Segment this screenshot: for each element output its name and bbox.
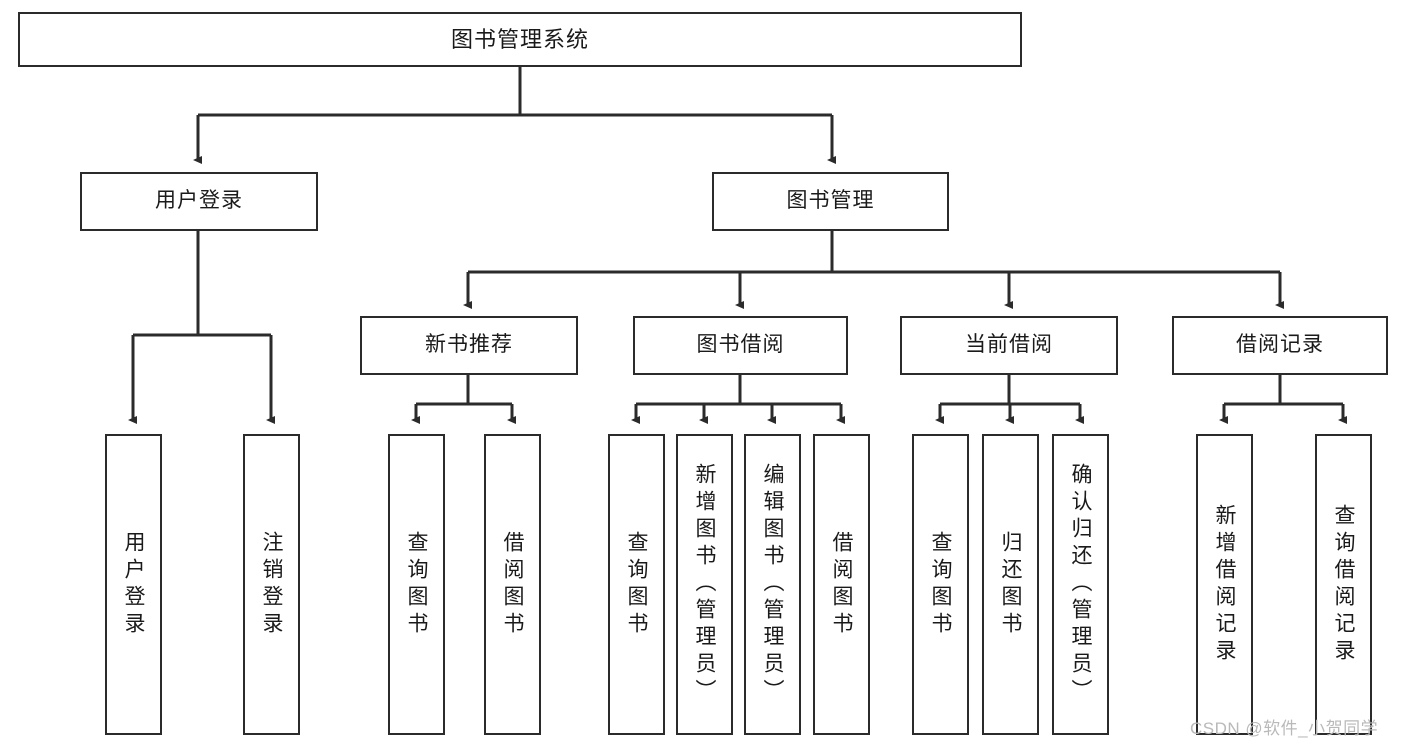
leaf-borrow-edit-book[interactable]: 编辑图书（管理员）: [744, 434, 801, 735]
node-user-login[interactable]: 用户登录: [80, 172, 318, 231]
node-label: 查询图书: [929, 530, 952, 639]
csdn-watermark: CSDN @软件_小贺同学: [1190, 719, 1379, 738]
node-label: 借阅记录: [1236, 333, 1324, 357]
leaf-borrow-add-book[interactable]: 新增图书（管理员）: [676, 434, 733, 735]
node-label: 图书管理: [786, 189, 875, 213]
leaf-borrow-query-book[interactable]: 查询图书: [608, 434, 665, 735]
node-label: 用户登录: [122, 530, 145, 639]
node-current-borrow[interactable]: 当前借阅: [900, 316, 1118, 375]
node-new-book-recommend[interactable]: 新书推荐: [360, 316, 578, 375]
leaf-current-return-book[interactable]: 归还图书: [982, 434, 1039, 735]
node-label: 图书管理系统: [450, 26, 589, 52]
node-borrow-record[interactable]: 借阅记录: [1172, 316, 1388, 375]
node-label: 图书借阅: [696, 333, 785, 357]
leaf-borrow-borrow-book[interactable]: 借阅图书: [813, 434, 870, 735]
node-label: 新增图书（管理员）: [693, 463, 716, 706]
node-label: 归还图书: [999, 530, 1022, 639]
node-label: 用户登录: [155, 189, 243, 213]
node-label: 编辑图书（管理员）: [761, 463, 784, 706]
node-book-borrow[interactable]: 图书借阅: [633, 316, 848, 375]
leaf-user-login-login[interactable]: 用户登录: [105, 434, 162, 735]
leaf-current-query-book[interactable]: 查询图书: [912, 434, 969, 735]
node-label: 新书推荐: [425, 333, 513, 357]
leaf-new-book-borrow[interactable]: 借阅图书: [484, 434, 541, 735]
node-label: 查询图书: [405, 530, 428, 639]
leaf-current-confirm-return[interactable]: 确认归还（管理员）: [1052, 434, 1109, 735]
node-label: 借阅图书: [501, 530, 524, 639]
node-label: 查询借阅记录: [1332, 503, 1355, 666]
node-root-system[interactable]: 图书管理系统: [18, 12, 1022, 67]
leaf-record-query-record[interactable]: 查询借阅记录: [1315, 434, 1372, 735]
node-label: 注销登录: [260, 530, 283, 639]
leaf-user-login-logout[interactable]: 注销登录: [243, 434, 300, 735]
node-label: 当前借阅: [965, 333, 1053, 357]
node-label: 借阅图书: [830, 530, 853, 639]
node-label: 查询图书: [625, 530, 648, 639]
node-label: 新增借阅记录: [1213, 503, 1236, 666]
node-label: 确认归还（管理员）: [1069, 463, 1092, 706]
leaf-new-book-query[interactable]: 查询图书: [388, 434, 445, 735]
node-book-management[interactable]: 图书管理: [712, 172, 949, 231]
leaf-record-add-record[interactable]: 新增借阅记录: [1196, 434, 1253, 735]
